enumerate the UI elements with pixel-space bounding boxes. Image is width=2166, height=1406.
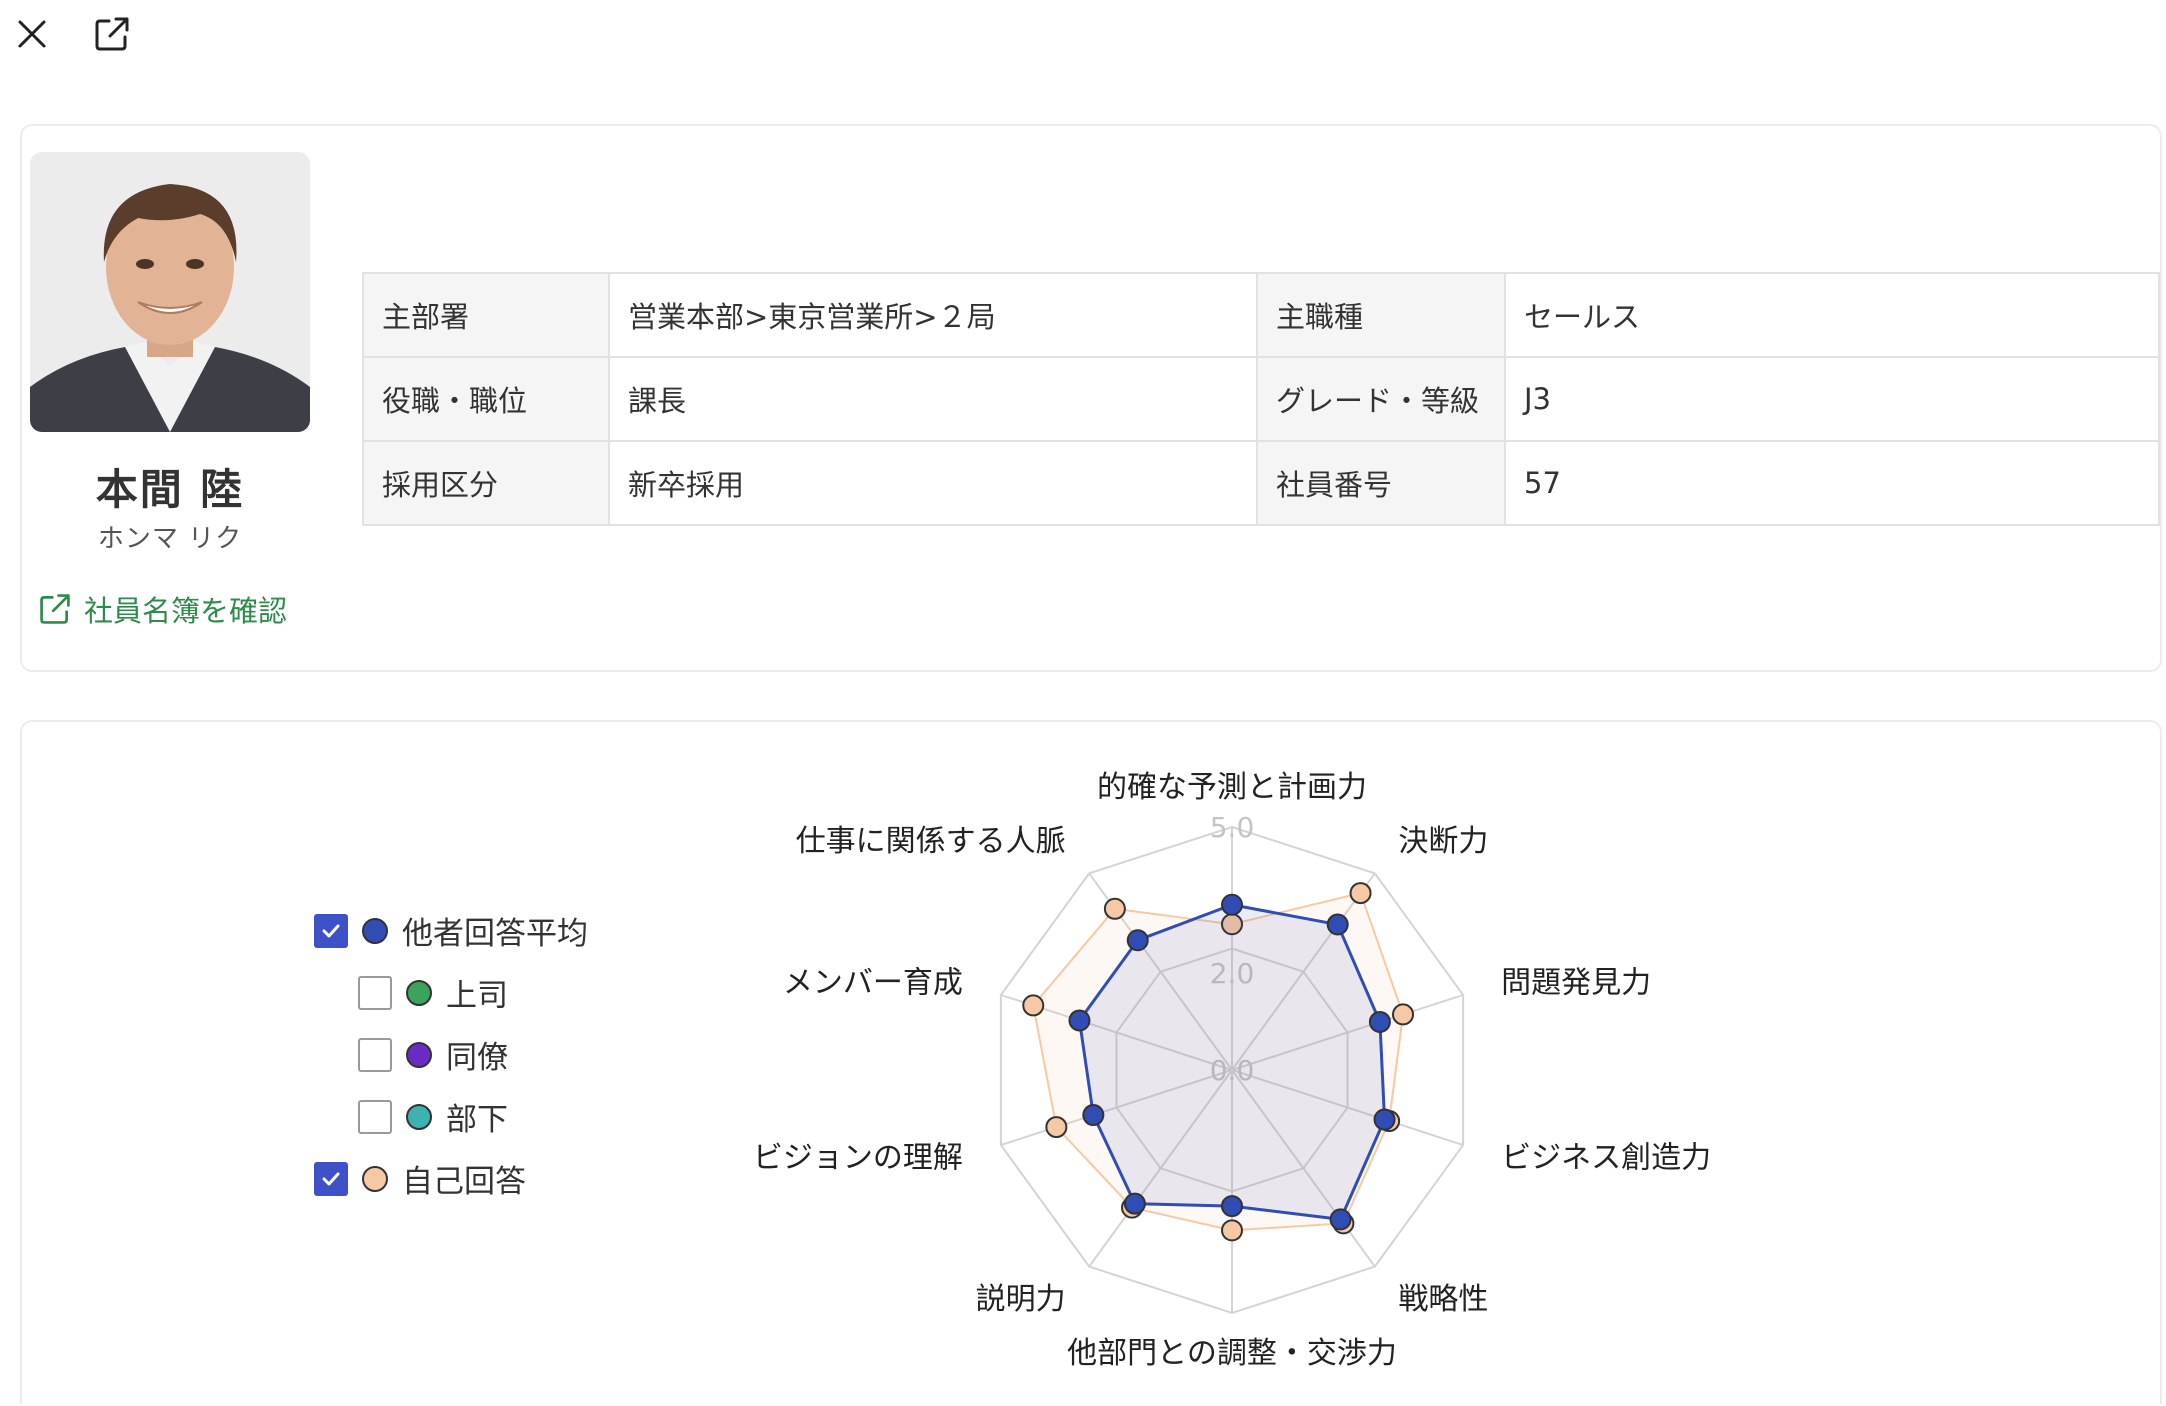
value-job-type: セールス [1504,272,2160,358]
label-employee-number: 社員番号 [1256,440,1506,526]
data-point-others-average [1126,929,1149,952]
legend-checkbox[interactable] [358,1037,392,1072]
open-external-button[interactable] [90,12,134,56]
legend-label: 部下 [446,1102,508,1138]
legend-checkbox[interactable] [314,913,348,948]
employee-roster-link[interactable]: 社員名簿を確認 [38,588,287,630]
employee-kana: ホンマ リク [97,524,243,554]
data-point-self-answer [1022,994,1045,1017]
radar-spoke [1231,1069,1376,1268]
data-point-self-answer [1103,897,1126,920]
series-color-dot [362,1165,388,1192]
legend-label: 他者回答平均 [402,916,588,952]
data-point-self-answer [1045,1116,1068,1139]
data-point-others-average [1068,1009,1091,1032]
series-color-dot [406,1041,432,1068]
data-point-others-average [1082,1104,1105,1127]
label-job-type: 主職種 [1256,272,1506,358]
legend-item-peer[interactable]: 同僚 [358,1032,508,1077]
external-link-icon [95,17,129,51]
radar-axis-label: 決断力 [1398,824,1488,859]
radar-tick-label: 5.0 [1210,811,1255,844]
radar-spoke [1231,993,1464,1071]
radar-axis-label: メンバー育成 [783,966,963,1001]
profile-card: 本間 陸 ホンマ リク 社員名簿を確認 主部署 営業本部>東京営業所>２局 主職… [20,124,2162,672]
radar-axis-label: ビジョンの理解 [753,1140,963,1175]
label-position: 役職・職位 [362,356,610,442]
legend-label: 同僚 [446,1040,508,1076]
label-hiring-type: 採用区分 [362,440,610,526]
radar-spoke [1088,1069,1233,1268]
employee-photo [30,152,310,432]
data-point-others-average [1368,1010,1391,1033]
value-grade: J3 [1504,356,2160,442]
table-row: 役職・職位 課長 グレード・等級 J3 [362,356,2160,442]
close-icon [18,20,46,48]
data-point-others-average [1373,1108,1396,1131]
legend-label: 上司 [446,978,508,1014]
legend-item-subordinate[interactable]: 部下 [358,1094,508,1139]
data-point-others-average [1329,1208,1352,1231]
legend-item-self-answer[interactable]: 自己回答 [314,1156,526,1201]
employee-name: 本間 陸 [95,465,245,514]
roster-link-label: 社員名簿を確認 [84,594,288,628]
legend-checkbox[interactable] [314,1161,348,1196]
radar-spoke [1231,1069,1464,1147]
radar-tick-label: 2.0 [1210,957,1255,990]
radar-axis-label: 他部門との調整・交渉力 [1067,1336,1397,1371]
radar-chart: 5.0 2.0 0.0 的確な予測と計画力決断力問題発見力ビジネス創造力戦略性他部門と… [753,770,1711,1371]
legend-checkbox[interactable] [358,975,392,1010]
skill-chart-card: 他者回答平均 上司 同僚 部下 自己回答 5.0 2.0 0.0 的確な予測と計画力決… [20,720,2162,1404]
legend-item-others-average[interactable]: 他者回答平均 [314,908,588,953]
radar-axis-label: 的確な予測と計画力 [1097,770,1367,805]
employee-info-table: 主部署 営業本部>東京営業所>２局 主職種 セールス 役職・職位 課長 グレード… [362,272,2160,526]
radar-axis-label: 戦略性 [1398,1282,1488,1317]
table-row: 採用区分 新卒採用 社員番号 57 [362,440,2160,526]
data-point-self-answer [1349,882,1372,905]
series-color-dot [362,917,388,944]
legend-label: 自己回答 [402,1164,526,1200]
data-point-others-average [1123,1192,1146,1215]
radar-spoke [1231,872,1376,1071]
data-point-self-answer [1221,1219,1243,1242]
value-employee-number: 57 [1504,440,2160,526]
legend-checkbox[interactable] [358,1099,392,1134]
radar-spoke [1000,1069,1233,1147]
data-point-self-answer [1392,1003,1415,1026]
radar-axis-label: 問題発見力 [1501,966,1651,1001]
value-department: 営業本部>東京営業所>２局 [608,272,1258,358]
close-button[interactable] [10,12,54,56]
external-link-icon [40,594,70,624]
radar-tick-label: 0.0 [1210,1054,1255,1087]
value-hiring-type: 新卒採用 [608,440,1258,526]
legend-item-boss[interactable]: 上司 [358,970,508,1015]
radar-axis-label: 説明力 [976,1282,1066,1317]
data-point-others-average [1221,1195,1243,1218]
table-row: 主部署 営業本部>東京営業所>２局 主職種 セールス [362,272,2160,358]
series-color-dot [406,1103,432,1130]
data-point-others-average [1326,913,1349,936]
label-grade: グレード・等級 [1256,356,1506,442]
data-point-others-average [1221,893,1243,916]
series-color-dot [406,979,432,1006]
label-department: 主部署 [362,272,610,358]
radar-axis-label: ビジネス創造力 [1501,1140,1711,1175]
value-position: 課長 [608,356,1258,442]
radar-axis-label: 仕事に関係する人脈 [796,824,1066,859]
